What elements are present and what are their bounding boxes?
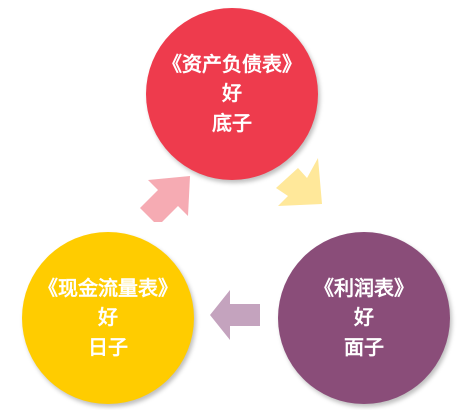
arrow-right-to-left bbox=[210, 290, 260, 340]
node-cash-flow-statement-line2: 日子 bbox=[88, 335, 128, 359]
node-income-statement-title: 《利润表》 bbox=[314, 276, 414, 300]
node-balance-sheet-title: 《资产负债表》 bbox=[162, 52, 302, 76]
node-income-statement: 《利润表》 好 面子 bbox=[278, 232, 450, 404]
node-income-statement-line1: 好 bbox=[354, 305, 374, 329]
node-income-statement-line2: 面子 bbox=[344, 335, 384, 359]
node-cash-flow-statement-line1: 好 bbox=[98, 305, 118, 329]
arrow-left-to-top bbox=[140, 176, 190, 222]
node-cash-flow-statement-title: 《现金流量表》 bbox=[38, 276, 178, 300]
node-balance-sheet-line1: 好 bbox=[222, 81, 242, 105]
node-balance-sheet-line2: 底子 bbox=[212, 111, 252, 135]
node-balance-sheet: 《资产负债表》 好 底子 bbox=[146, 8, 318, 180]
node-cash-flow-statement: 《现金流量表》 好 日子 bbox=[22, 232, 194, 404]
arrow-top-to-right bbox=[276, 158, 322, 206]
